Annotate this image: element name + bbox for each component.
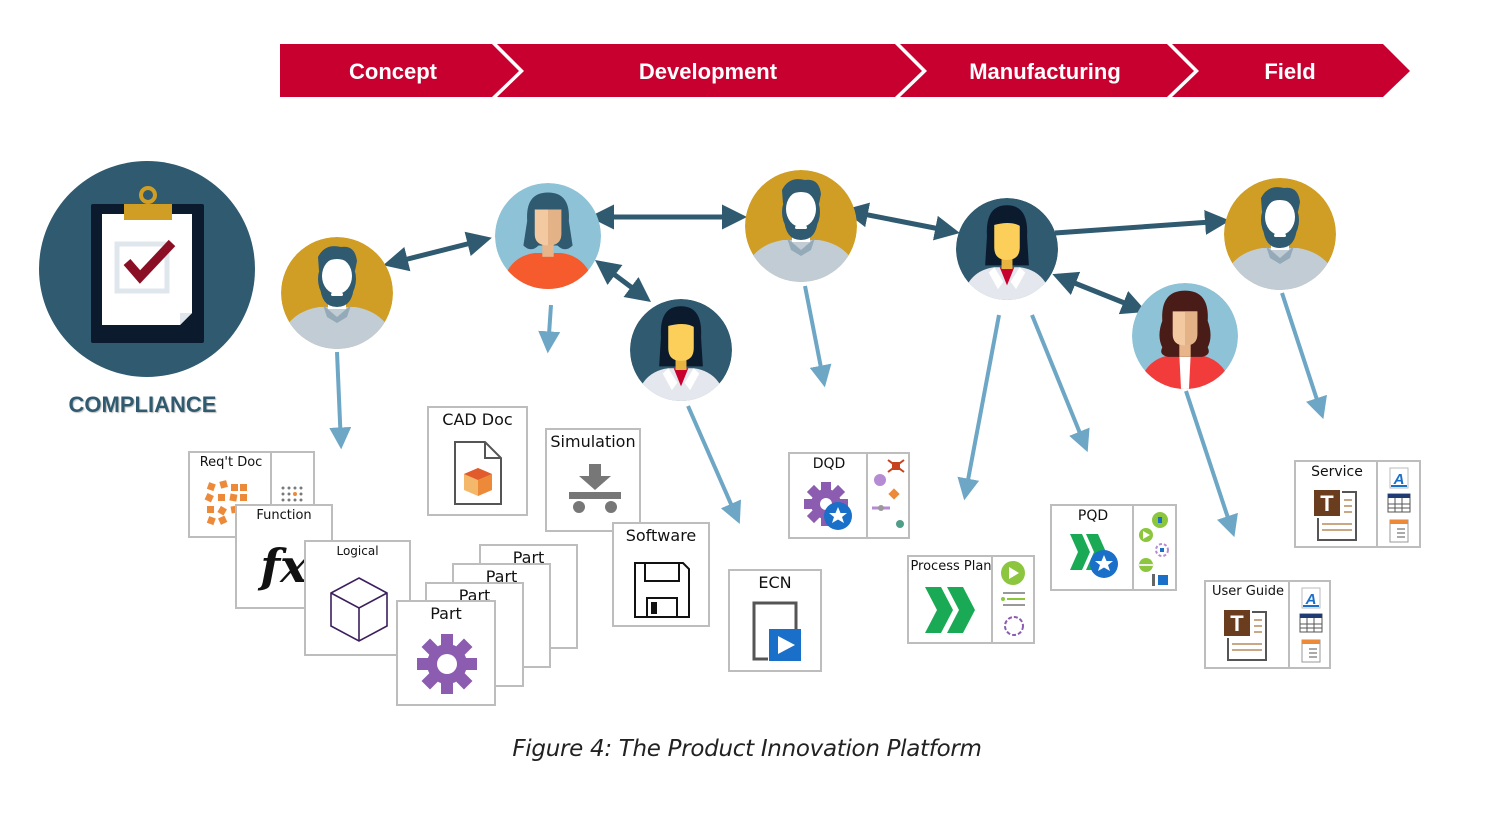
stage-development[interactable] xyxy=(497,44,922,97)
artifact-title: Logical xyxy=(336,544,379,558)
artifact-title: Req't Doc xyxy=(199,455,263,470)
avatar-quality-engineer xyxy=(745,170,857,282)
artifact-ecn[interactable]: ECN xyxy=(728,569,822,672)
lifecycle-stage-banner: Concept Development Manufacturing Field xyxy=(280,44,1410,97)
stage-label-development: Development xyxy=(639,59,778,84)
compliance-icon xyxy=(39,161,255,377)
avatar-software-engineer xyxy=(630,299,732,401)
artifact-pqd[interactable]: PQD xyxy=(1050,504,1177,591)
artifact-title: User Guide xyxy=(1212,584,1284,599)
avatar-documentation-author xyxy=(1132,283,1238,389)
artifact-title: Process Plan xyxy=(910,559,992,574)
stage-label-concept: Concept xyxy=(349,59,438,84)
avatar-manufacturing-engineer xyxy=(956,198,1058,300)
format-tools-icon: A xyxy=(1387,467,1411,543)
artifact-dqd[interactable]: DQD xyxy=(788,452,910,539)
artifact-links xyxy=(329,285,1327,538)
quality-tools-icon xyxy=(1138,512,1169,586)
gear-star-icon xyxy=(804,482,852,530)
trace-matrix-icon xyxy=(281,486,303,502)
stage-concept[interactable] xyxy=(280,44,519,97)
artifact-part-1[interactable]: Part xyxy=(396,600,496,706)
cad-document-icon xyxy=(454,441,502,505)
svg-text:fx: fx xyxy=(257,539,308,593)
format-tools-icon: A xyxy=(1299,587,1323,663)
artifact-title: Software xyxy=(625,526,697,545)
technical-document-icon: T xyxy=(1314,490,1357,541)
artifact-title: Function xyxy=(256,508,312,523)
fx-icon: fx xyxy=(257,539,308,593)
artifact-title: Part xyxy=(485,567,518,586)
artifact-software[interactable]: Software xyxy=(612,522,710,627)
simulation-load-icon xyxy=(569,464,621,513)
stage-manufacturing[interactable] xyxy=(900,44,1194,97)
artifact-process-plan[interactable]: Process Plan xyxy=(907,555,1035,644)
artifact-title: ECN xyxy=(758,573,792,592)
stage-field[interactable] xyxy=(1172,44,1410,97)
svg-text:T: T xyxy=(1320,491,1334,516)
artifact-title: Simulation xyxy=(550,432,636,451)
process-tools-icon xyxy=(1001,561,1025,636)
svg-text:A: A xyxy=(1393,471,1405,488)
floppy-disk-icon xyxy=(634,562,690,618)
stage-label-field: Field xyxy=(1264,59,1315,84)
avatar-concept-engineer xyxy=(281,237,393,349)
artifact-logical[interactable]: Logical xyxy=(304,540,411,656)
gear-icon xyxy=(417,634,477,694)
artifact-title: Service xyxy=(1311,464,1363,480)
artifact-simulation[interactable]: Simulation xyxy=(545,428,641,532)
process-star-icon xyxy=(1070,534,1118,578)
cube-icon xyxy=(330,577,388,642)
ecn-play-icon xyxy=(752,601,801,661)
artifact-user-guide[interactable]: User Guide T A xyxy=(1204,580,1331,669)
avatar-design-engineer xyxy=(495,183,601,289)
artifact-title: Part xyxy=(430,604,462,623)
artifact-title: Part xyxy=(512,548,545,567)
artifact-title: PQD xyxy=(1077,508,1109,524)
artifact-cad-doc[interactable]: CAD Doc xyxy=(427,406,528,516)
avatar-service-engineer xyxy=(1224,178,1336,290)
quality-tools-icon xyxy=(872,459,905,528)
svg-text:T: T xyxy=(1230,611,1244,636)
compliance-label: COMPLIANCE xyxy=(68,392,217,417)
figure-caption: Figure 4: The Product Innovation Platfor… xyxy=(512,736,982,762)
artifact-title: CAD Doc xyxy=(442,410,513,429)
technical-document-icon: T xyxy=(1224,610,1267,661)
artifact-service[interactable]: Service T A xyxy=(1294,460,1421,548)
double-chevron-icon xyxy=(925,587,975,633)
stage-label-manufacturing: Manufacturing xyxy=(969,59,1121,84)
collaboration-links xyxy=(383,202,1230,315)
svg-text:A: A xyxy=(1305,591,1317,608)
artifact-title: DQD xyxy=(812,456,846,472)
